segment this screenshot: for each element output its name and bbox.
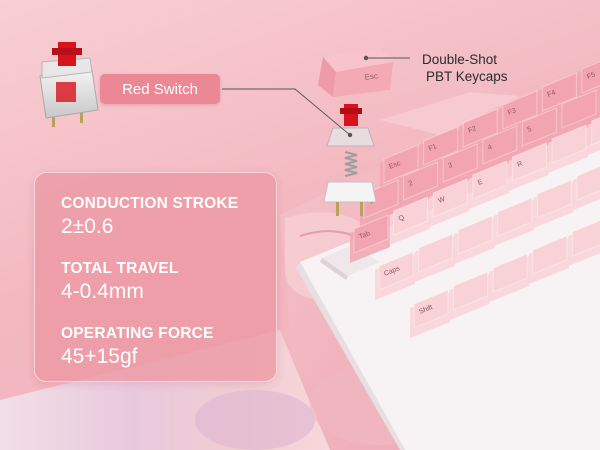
keycap: [449, 271, 490, 320]
keycap-grid: EscF1F2F3F4F512345TabQWERCapsShift: [350, 61, 600, 338]
keycap-legend: F1: [428, 143, 438, 153]
keycap: Shift: [410, 289, 450, 338]
keycap: F2: [459, 108, 500, 157]
switch-pin: [336, 202, 339, 216]
red-switch-image: [39, 42, 99, 127]
keycap-legend: Esc: [388, 160, 402, 171]
keycap: [454, 215, 495, 264]
floating-esc-legend: Esc: [364, 71, 378, 82]
keycap: [587, 117, 600, 155]
keycap-callout-label: Double-Shot PBT Keycaps: [422, 51, 542, 85]
keycap: F1: [419, 126, 460, 175]
keycap-label-line-1: Double-Shot: [422, 52, 498, 67]
foreground-flower: [195, 390, 315, 450]
keycap: F4: [538, 72, 579, 121]
spec-panel: CONDUCTION STROKE 2±0.6 TOTAL TRAVEL 4-0…: [34, 172, 277, 382]
keycap: Q: [389, 196, 430, 245]
keycap: Tab: [350, 214, 390, 263]
keycap: [528, 235, 569, 284]
keycap-legend: W: [437, 196, 446, 205]
mat-top-strip: [380, 92, 520, 135]
keycap-legend: Shift: [418, 304, 434, 316]
keycap: F3: [498, 90, 539, 139]
floating-esc-keycap: Esc: [318, 48, 393, 97]
keycap-callout-dot: [363, 55, 369, 61]
keycap: [548, 124, 588, 173]
switch-pin: [360, 202, 363, 216]
keycap: [493, 197, 534, 246]
keycap: W: [429, 178, 470, 227]
switch-spring: [344, 151, 358, 177]
keycap: 5: [518, 107, 559, 156]
keycap: R: [508, 142, 549, 191]
keycap: E: [468, 160, 509, 209]
keycap: [568, 220, 600, 266]
switch-red-stem-cross: [340, 108, 362, 114]
keycap-legend: F2: [467, 125, 477, 135]
keycap: [558, 89, 598, 138]
keycap-legend: Q: [398, 214, 406, 223]
spec-value-operating-force: 45+15gf: [61, 345, 138, 368]
keycap-legend: 2: [408, 180, 414, 188]
keycap-legend: 5: [527, 126, 533, 134]
keycap: [489, 253, 530, 302]
keycap-legend: 3: [447, 162, 453, 170]
spec-label-total-travel: TOTAL TRAVEL: [61, 260, 179, 277]
keycap-legend: E: [477, 178, 484, 186]
keycap: Caps: [375, 251, 415, 300]
red-switch-label: Red Switch: [100, 74, 220, 104]
spec-value-conduction-stroke: 2±0.6: [61, 215, 114, 238]
switch-callout-dot: [347, 132, 353, 138]
switch-callout-line: [222, 88, 351, 136]
keycap-legend: F3: [507, 107, 517, 117]
keycap: [414, 233, 455, 282]
keycap: 3: [439, 143, 480, 192]
keycap-legend: Tab: [358, 230, 371, 241]
exploded-switch: [323, 104, 377, 216]
keycap-legend: F4: [547, 89, 557, 99]
keycap: Esc: [380, 144, 420, 193]
keycap-legend: 4: [487, 144, 493, 152]
keycap-label-line-2: PBT Keycaps: [426, 69, 508, 84]
spec-label-operating-force: OPERATING FORCE: [61, 325, 214, 342]
switch-bottom-housing: [323, 181, 377, 203]
keycap: [597, 89, 600, 120]
spec-value-total-travel: 4-0.4mm: [61, 280, 144, 303]
switch-red-stem: [344, 104, 358, 126]
keycap: 2: [399, 161, 440, 210]
keycap: 4: [478, 125, 519, 174]
keycap: [533, 179, 574, 228]
spec-label-conduction-stroke: CONDUCTION STROKE: [61, 195, 239, 212]
keycap-legend: F5: [586, 71, 596, 81]
keycap-legend: R: [517, 160, 524, 168]
